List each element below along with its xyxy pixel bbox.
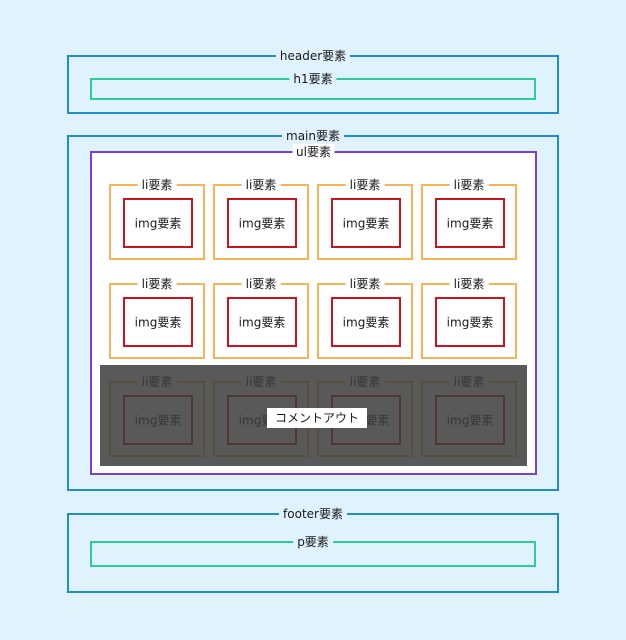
li-element-box: li要素 img要素 (213, 177, 309, 260)
header-element-label: header要素 (275, 48, 351, 64)
main-element-box: main要素 (67, 128, 559, 491)
comment-out-label: コメントアウト (267, 408, 367, 428)
p-element-label: p要素 (293, 534, 333, 550)
li-element-box: li要素 img要素 (421, 177, 517, 260)
li-element-label: li要素 (241, 177, 281, 193)
li-element-label: li要素 (137, 177, 177, 193)
li-element-box: li要素 img要素 (421, 276, 517, 359)
img-element-box: img要素 (435, 297, 505, 347)
img-element-box: img要素 (435, 198, 505, 248)
img-element-box: img要素 (123, 198, 193, 248)
img-element-label: img要素 (342, 315, 390, 330)
img-element-box: img要素 (227, 198, 297, 248)
header-element-box: header要素 h1要素 (67, 48, 559, 114)
li-element-box: li要素 img要素 (109, 177, 205, 260)
li-element-label: li要素 (449, 177, 489, 193)
li-element-box: li要素 img要素 (317, 177, 413, 260)
img-element-box: img要素 (331, 198, 401, 248)
img-element-label: img要素 (342, 216, 390, 231)
img-element-label: img要素 (446, 216, 494, 231)
li-element-box: li要素 img要素 (213, 276, 309, 359)
li-element-label: li要素 (345, 177, 385, 193)
img-element-label: img要素 (238, 315, 286, 330)
li-element-label: li要素 (137, 276, 177, 292)
ul-element-label: ul要素 (292, 144, 335, 160)
p-element-box: p要素 (90, 534, 536, 567)
img-element-label: img要素 (134, 216, 182, 231)
img-element-label: img要素 (134, 315, 182, 330)
li-element-box: li要素 img要素 (317, 276, 413, 359)
li-element-label: li要素 (345, 276, 385, 292)
img-element-label: img要素 (446, 315, 494, 330)
footer-element-box: footer要素 p要素 (67, 506, 559, 593)
footer-element-label: footer要素 (279, 506, 347, 522)
h1-element-label: h1要素 (289, 71, 337, 87)
img-element-box: img要素 (123, 297, 193, 347)
img-element-box: img要素 (227, 297, 297, 347)
main-element-label: main要素 (282, 128, 344, 144)
li-element-box: li要素 img要素 (109, 276, 205, 359)
li-element-label: li要素 (449, 276, 489, 292)
h1-element-box: h1要素 (90, 71, 536, 100)
li-element-label: li要素 (241, 276, 281, 292)
img-element-box: img要素 (331, 297, 401, 347)
img-element-label: img要素 (238, 216, 286, 231)
